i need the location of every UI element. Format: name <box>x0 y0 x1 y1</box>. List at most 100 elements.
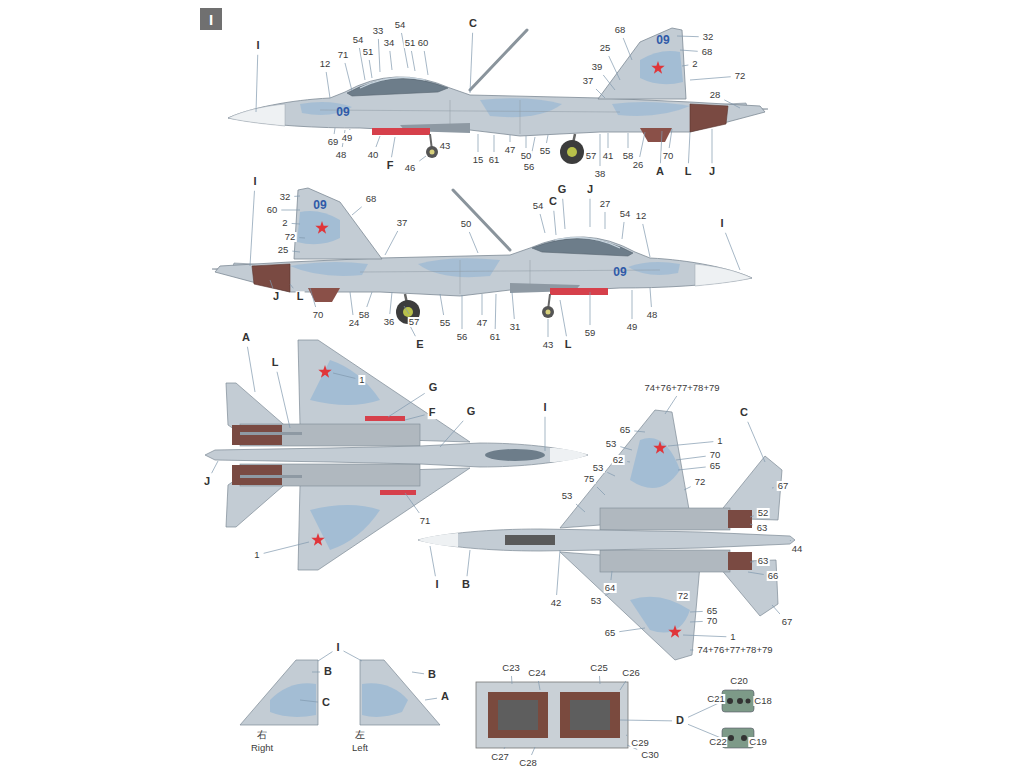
leader-line <box>563 199 565 229</box>
leader-line <box>640 132 645 157</box>
callout-number: 51 <box>404 38 417 48</box>
fin-views-part <box>362 683 408 717</box>
callout-letter: I <box>335 642 340 654</box>
callout-number: 50 <box>460 219 473 229</box>
callout-number: 1 <box>358 375 365 385</box>
callout-letter: F <box>428 407 437 419</box>
top-view-part <box>240 432 302 435</box>
callout-number: 70 <box>709 450 722 460</box>
leader-line <box>440 294 444 315</box>
callout-number: C30 <box>640 750 659 760</box>
callout-letter: C <box>321 697 331 709</box>
leader-line <box>299 237 305 238</box>
leader-line <box>540 214 545 233</box>
leader-line <box>626 735 627 737</box>
leader-line <box>620 720 672 722</box>
callout-number: 54 <box>352 35 365 45</box>
fin-views-part <box>240 660 318 725</box>
leader-line <box>680 50 698 51</box>
callout-letter: J <box>708 166 716 178</box>
leader-line <box>277 372 290 428</box>
leader-line <box>548 319 549 337</box>
callout-number: 12 <box>319 59 332 69</box>
callout-number: C24 <box>527 668 546 678</box>
leader-line <box>748 572 764 575</box>
callout-letter: C <box>548 196 558 208</box>
leader-line <box>600 134 601 166</box>
side-view-left <box>228 28 768 164</box>
leader-line <box>545 417 546 451</box>
callout-letter: A <box>440 691 450 703</box>
leader-line <box>504 747 505 749</box>
callout-number: 50 <box>520 151 533 161</box>
top-view-part <box>311 533 324 546</box>
leader-line <box>627 461 630 462</box>
leader-line <box>511 676 513 684</box>
leader-line <box>690 650 693 651</box>
leader-line <box>599 676 601 684</box>
leader-line <box>412 672 424 674</box>
leader-line <box>608 133 609 148</box>
leader-line <box>678 467 706 470</box>
callout-number: 48 <box>335 150 348 160</box>
leader-line <box>430 546 435 576</box>
leader-line <box>212 461 218 473</box>
aircraft-marking: 09 <box>612 266 627 279</box>
callout-number: 25 <box>277 245 290 255</box>
callout-number: 49 <box>626 322 639 332</box>
top-view-part <box>240 475 302 478</box>
callout-number: 27 <box>599 199 612 209</box>
callout-number: 55 <box>539 146 552 156</box>
callout-number: 53 <box>561 491 574 501</box>
callout-number: 71 <box>419 516 432 526</box>
leader-line <box>748 422 765 462</box>
callout-number: C26 <box>621 668 640 678</box>
callout-number: C23 <box>501 663 520 673</box>
callout-number: 74+76+77+78+79 <box>696 645 773 655</box>
top-view-part <box>318 365 331 378</box>
callout-number: C29 <box>630 738 649 748</box>
leader-line <box>526 136 527 148</box>
callout-number: 2 <box>691 59 698 69</box>
leader-line <box>682 65 688 67</box>
callout-letter: I <box>255 40 260 52</box>
bottom-view-part <box>728 510 752 528</box>
leader-line <box>512 292 514 319</box>
callout-number: 64 <box>604 583 617 593</box>
leader-line <box>623 38 632 60</box>
callout-number: 68 <box>365 194 378 204</box>
cockpit-decals-part <box>560 692 620 738</box>
leader-line <box>688 702 721 717</box>
top-view-part <box>310 505 380 550</box>
callout-number: 63 <box>756 523 769 533</box>
leader-line <box>310 288 316 307</box>
leader-line <box>270 280 273 288</box>
callout-number: 40 <box>367 150 380 160</box>
leader-line <box>676 456 706 460</box>
cockpit-decals <box>476 682 754 748</box>
leader-line <box>385 231 398 255</box>
leader-line <box>392 137 395 157</box>
leader-line <box>690 77 731 80</box>
callout-letter: L <box>296 291 305 303</box>
callout-number: C21 <box>706 694 725 704</box>
leader-line <box>531 747 535 755</box>
callout-number: 32 <box>279 192 292 202</box>
leader-line <box>546 135 548 143</box>
callout-number: 48 <box>646 310 659 320</box>
leader-line <box>390 51 392 70</box>
callout-letter: B <box>461 579 471 591</box>
bottom-view-part <box>728 552 752 570</box>
leader-line <box>292 251 300 253</box>
callout-number: 61 <box>489 332 502 342</box>
view-caption: 右 <box>256 730 268 741</box>
callout-number: 58 <box>358 310 371 320</box>
leader-line <box>619 628 645 632</box>
callout-letter: J <box>586 184 594 196</box>
leader-line <box>482 294 483 315</box>
view-tag: I <box>200 8 222 30</box>
callout-letter: C <box>468 18 478 30</box>
side-view-right-part <box>212 188 752 324</box>
cockpit-decals-part <box>488 692 548 738</box>
leader-line <box>712 129 713 163</box>
